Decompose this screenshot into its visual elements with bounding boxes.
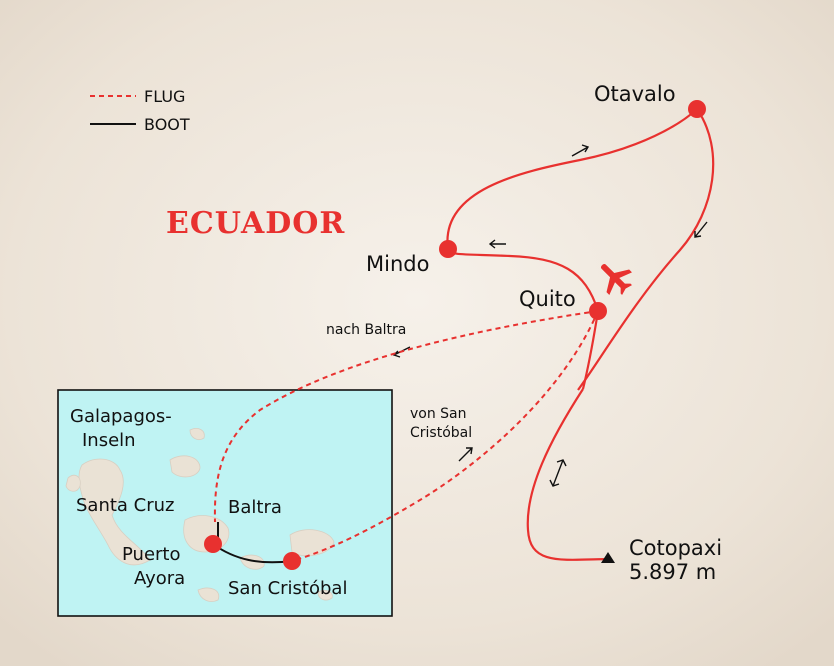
label-puerto-ayora-2: Ayora [134, 568, 185, 589]
arrow-otavalo-south [694, 221, 708, 238]
isabela-island [78, 458, 151, 566]
label-cotopaxi-height: 5.897 m [629, 560, 716, 584]
legend-boat-label: BOOT [144, 115, 190, 134]
label-from-san-cristobal-2: Cristóbal [410, 425, 472, 441]
arrow-cotopaxi-both [549, 459, 567, 487]
inset-title-1: Galapagos- [70, 406, 172, 427]
label-santa-cruz: Santa Cruz [76, 495, 175, 516]
pinta-island [189, 428, 205, 440]
label-otavalo: Otavalo [594, 82, 676, 106]
espanola-island [317, 590, 333, 601]
inset-title-2: Inseln [82, 430, 136, 451]
label-puerto-ayora-1: Puerto [122, 544, 181, 565]
label-from-san-cristobal-1: von San [410, 406, 467, 422]
arrow-from-san-cristobal [458, 447, 473, 462]
dot-otavalo [688, 100, 706, 118]
flight-san-cristobal-quito [291, 310, 599, 562]
floreana-island [197, 587, 220, 602]
country-title: ECUADOR [166, 206, 345, 241]
label-mindo: Mindo [366, 252, 429, 276]
route-mindo-otavalo [446, 108, 698, 250]
arrow-mindo-otavalo [571, 144, 590, 157]
dot-san-cristobal [283, 552, 301, 570]
label-to-baltra: nach Baltra [326, 322, 406, 338]
route-otavalo-south [577, 108, 715, 391]
flight-quito-baltra [213, 310, 599, 523]
fernandina-island [65, 474, 81, 492]
dot-puerto-ayora [204, 535, 222, 553]
dot-mindo [439, 240, 457, 258]
route-to-cotopaxi [526, 388, 609, 561]
label-san-cristobal: San Cristóbal [228, 578, 347, 599]
flight-routes [213, 310, 599, 562]
legend-flight-label: FLUG [144, 87, 185, 106]
label-quito: Quito [519, 287, 576, 311]
direction-arrows [392, 144, 708, 487]
santiago-island [169, 455, 201, 478]
legend: FLUG BOOT [90, 87, 190, 134]
label-baltra: Baltra [228, 497, 282, 518]
label-cotopaxi-name: Cotopaxi [629, 536, 722, 560]
arrow-quito-mindo [488, 239, 506, 249]
mountain-peak-icon [601, 552, 615, 563]
airplane-icon [601, 264, 632, 295]
location-dots [204, 100, 706, 570]
dot-quito [589, 302, 607, 320]
